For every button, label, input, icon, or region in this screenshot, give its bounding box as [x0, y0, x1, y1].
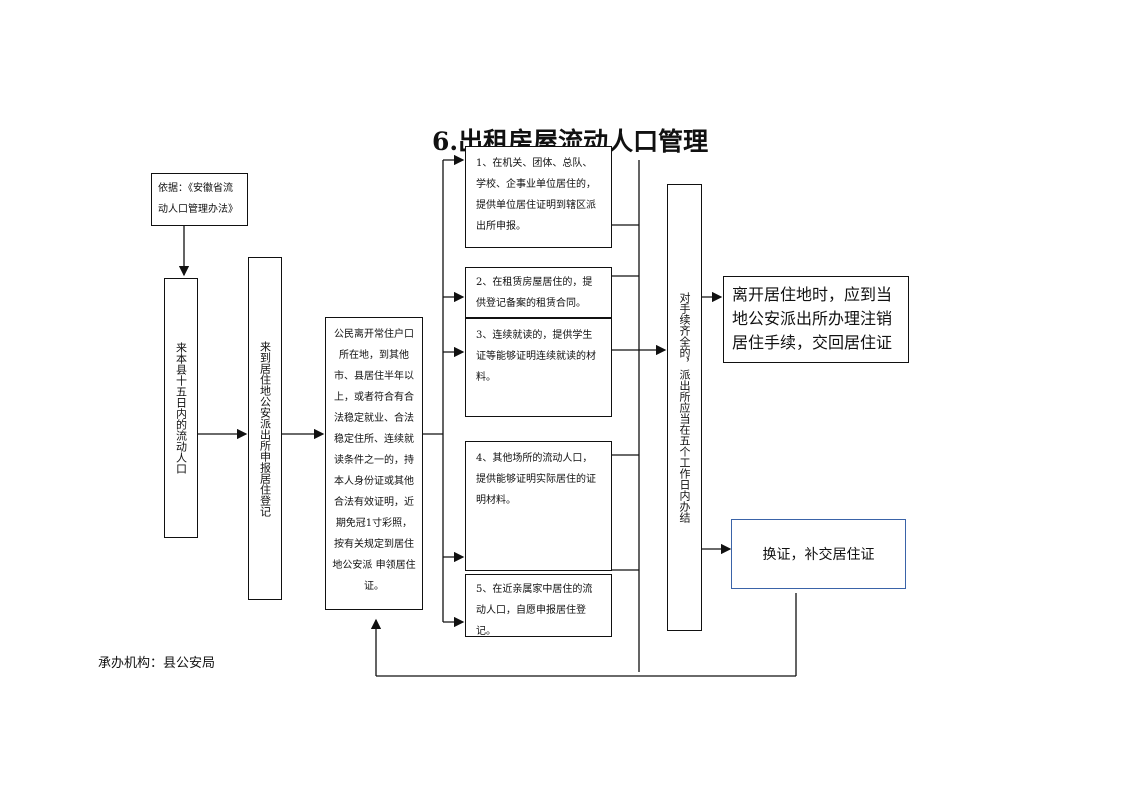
case-box-1: 1、在机关、团体、总队、学校、企事业单位居住的，提供单位居住证明到辖区派出所申报…: [465, 146, 612, 248]
case-text-4: 4、其他场所的流动人口，提供能够证明实际居住的证明材料。: [476, 453, 596, 506]
migrant-text: 来本县十五日内的流动人口: [174, 342, 188, 474]
case-box-5: 5、在近亲属家中居住的流动人口，自愿申报居住登记。: [465, 574, 612, 637]
organization-label: 承办机构：县公安局: [98, 656, 216, 671]
application-box: 公民离开常住户口所在地，到其他市、县居住半年以上，或者符合有合法稳定就业、合法稳…: [325, 317, 423, 610]
basis-box: 依据：《安徽省流动人口管理办法》: [151, 173, 248, 226]
register-text: 来到居住地公安派出所申报居住登记: [258, 340, 272, 517]
case-text-3: 3、连续就读的，提供学生证等能够证明连续就读的材料。: [476, 330, 596, 383]
case-box-3: 3、连续就读的，提供学生证等能够证明连续就读的材料。: [465, 318, 612, 417]
case-text-5: 5、在近亲属家中居住的流动人口，自愿申报居住登记。: [476, 584, 593, 637]
renew-text: 换证，补交居住证: [762, 547, 875, 563]
completion-box: 对手续齐全的，派出所应当在五个工作日内办结: [667, 184, 702, 631]
register-box: 来到居住地公安派出所申报居住登记: [248, 257, 282, 600]
case-text-2: 2、在租赁房屋居住的，提供登记备案的租赁合同。: [476, 277, 593, 309]
case-text-1: 1、在机关、团体、总队、学校、企事业单位居住的，提供单位居住证明到辖区派出所申报…: [476, 158, 596, 232]
leave-box: 离开居住地时，应到当地公安派出所办理注销居住手续，交回居住证: [723, 276, 909, 363]
leave-text: 离开居住地时，应到当地公安派出所办理注销居住手续，交回居住证: [732, 285, 893, 352]
completion-text: 对手续齐全的，派出所应当在五个工作日内办结: [678, 292, 691, 523]
application-text: 公民离开常住户口所在地，到其他市、县居住半年以上，或者符合有合法稳定就业、合法稳…: [332, 329, 416, 592]
migrant-box: 来本县十五日内的流动人口: [164, 278, 198, 538]
basis-text: 依据：《安徽省流动人口管理办法》: [158, 183, 238, 215]
case-box-4: 4、其他场所的流动人口，提供能够证明实际居住的证明材料。: [465, 441, 612, 571]
renew-box: 换证，补交居住证: [731, 519, 906, 589]
case-box-2: 2、在租赁房屋居住的，提供登记备案的租赁合同。: [465, 267, 612, 318]
